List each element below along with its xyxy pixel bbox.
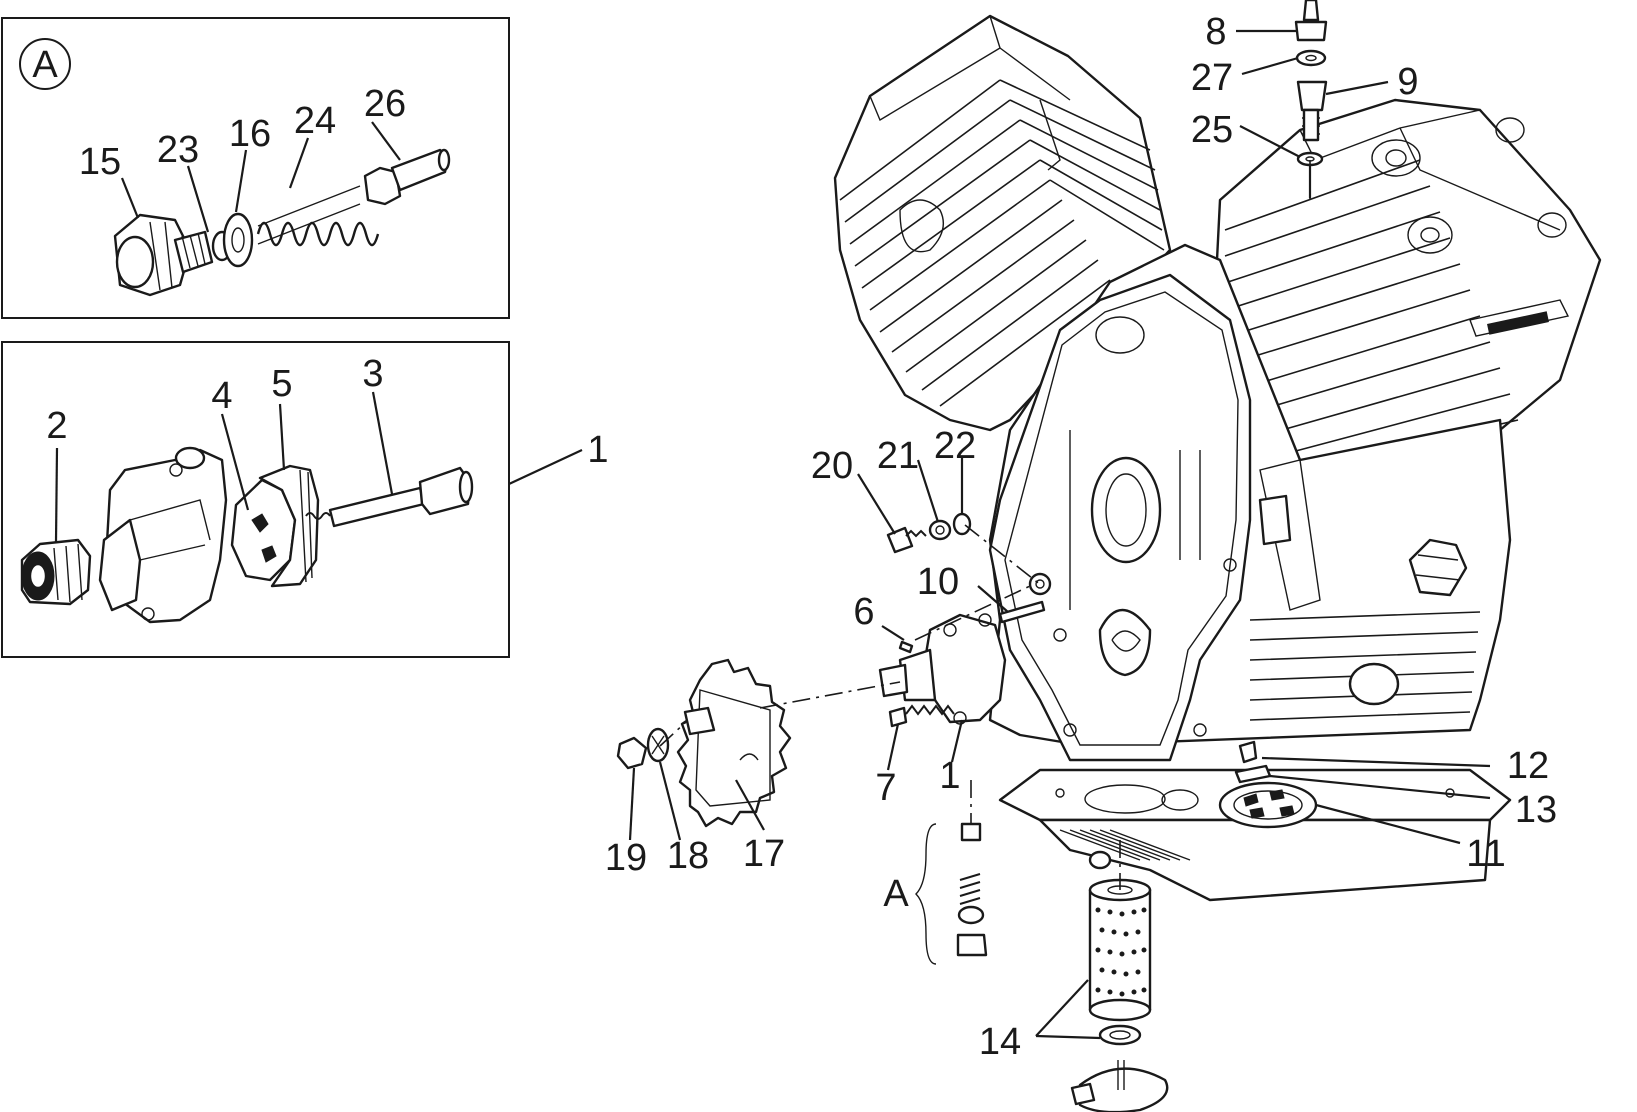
pump-body: [98, 446, 228, 624]
callout-6: 6: [853, 591, 874, 633]
callout-27: 27: [1191, 57, 1233, 99]
pump-pin: [898, 640, 914, 654]
pump-shaft: [305, 466, 474, 528]
callout-9: 9: [1397, 61, 1418, 103]
filter-oring: [1098, 1024, 1142, 1046]
callout-5: 5: [271, 363, 292, 405]
leader-pump-box: [508, 449, 583, 485]
right-cylinder: [1213, 98, 1602, 482]
callout-21: 21: [877, 435, 919, 477]
callout-26: 26: [364, 83, 406, 125]
callout-12: 12: [1507, 745, 1549, 787]
callout-24: 24: [294, 100, 336, 142]
crankcase: [988, 243, 1512, 762]
oil-pressure-sensor: [1294, 0, 1328, 198]
relief-valve-plunger: [363, 148, 451, 206]
filter-clip: [1078, 1067, 1169, 1112]
strainer-bolt: [1234, 740, 1272, 784]
oil-filter: [1070, 878, 1169, 1112]
callout-11: 11: [1466, 833, 1505, 875]
callout-3: 3: [362, 353, 383, 395]
detail-box-a: A 15: [1, 17, 510, 319]
callout-1: 1: [939, 755, 960, 797]
detail-box-a-letter: A: [32, 44, 58, 86]
pump-screw: [888, 704, 955, 728]
callout-7: 7: [875, 767, 896, 809]
gear-nut: [616, 736, 648, 770]
engine-assembly: [833, 0, 1602, 902]
callout-18: 18: [667, 835, 709, 877]
callout-1-pump-box: 1: [587, 429, 608, 471]
callout-17: 17: [743, 833, 785, 875]
side-bracket-valve-parts: [915, 822, 988, 965]
pump-plug: [20, 538, 92, 606]
callout-16: 16: [229, 113, 271, 155]
detail-box-a-frame: [1, 17, 510, 319]
relief-valve-seal: [222, 212, 254, 268]
detail-box-pump-frame: [1, 341, 510, 658]
detail-box-a-badge: [19, 38, 71, 90]
callout-10: 10: [917, 561, 959, 603]
callout-15: 15: [79, 141, 121, 183]
pump-drive-gear: [616, 658, 792, 828]
callout-23: 23: [157, 129, 199, 171]
main-leader-lines: [628, 29, 1491, 1040]
callout-19: 19: [605, 837, 647, 879]
outer-rotor: [258, 464, 320, 588]
relief-valve-spring: [256, 185, 380, 247]
callout-4: 4: [211, 375, 232, 417]
callout-2: 2: [46, 405, 67, 447]
callout-13: 13: [1515, 789, 1557, 831]
main-callouts: 8 27 9 25 20 21 22 10 6 7 1 12 13 11 19 …: [605, 11, 1557, 1063]
callout-20: 20: [811, 445, 853, 487]
main-oil-pump: [878, 600, 1046, 728]
relief-valve-plug: [113, 213, 214, 297]
side-bracket-letter: A: [883, 873, 909, 915]
callout-14: 14: [979, 1021, 1021, 1063]
callout-22: 22: [934, 425, 976, 467]
cover-bolt-set: [886, 512, 972, 554]
detail-box-pump: 2 4 5 3: [1, 341, 510, 658]
pump-stud: [998, 600, 1046, 624]
oil-strainer: [1218, 781, 1318, 829]
callout-8: 8: [1205, 11, 1226, 53]
assembly-axis-lines: [659, 160, 1311, 890]
callout-25: 25: [1191, 109, 1233, 151]
